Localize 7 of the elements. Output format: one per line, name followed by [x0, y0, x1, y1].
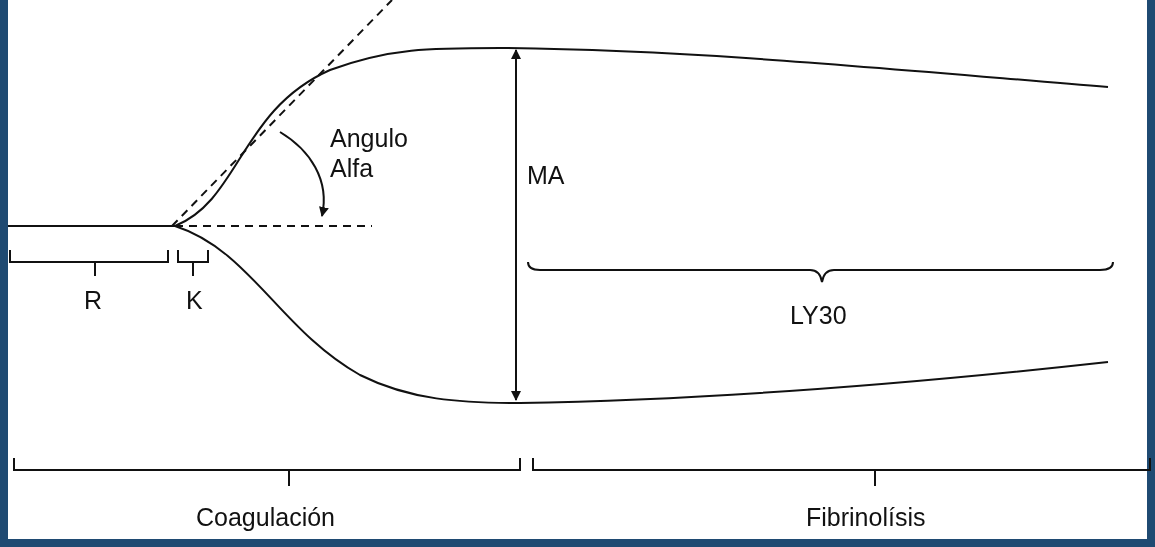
- parameter-label: R: [84, 285, 103, 315]
- phase-label: Fibrinolísis: [806, 502, 926, 532]
- parameter-label: K: [186, 285, 203, 315]
- parameter-label: LY30: [790, 300, 847, 330]
- phase-label: Coagulación: [196, 502, 335, 532]
- parameter-label: MA: [527, 160, 565, 190]
- angle-label: Angulo Alfa: [330, 123, 409, 183]
